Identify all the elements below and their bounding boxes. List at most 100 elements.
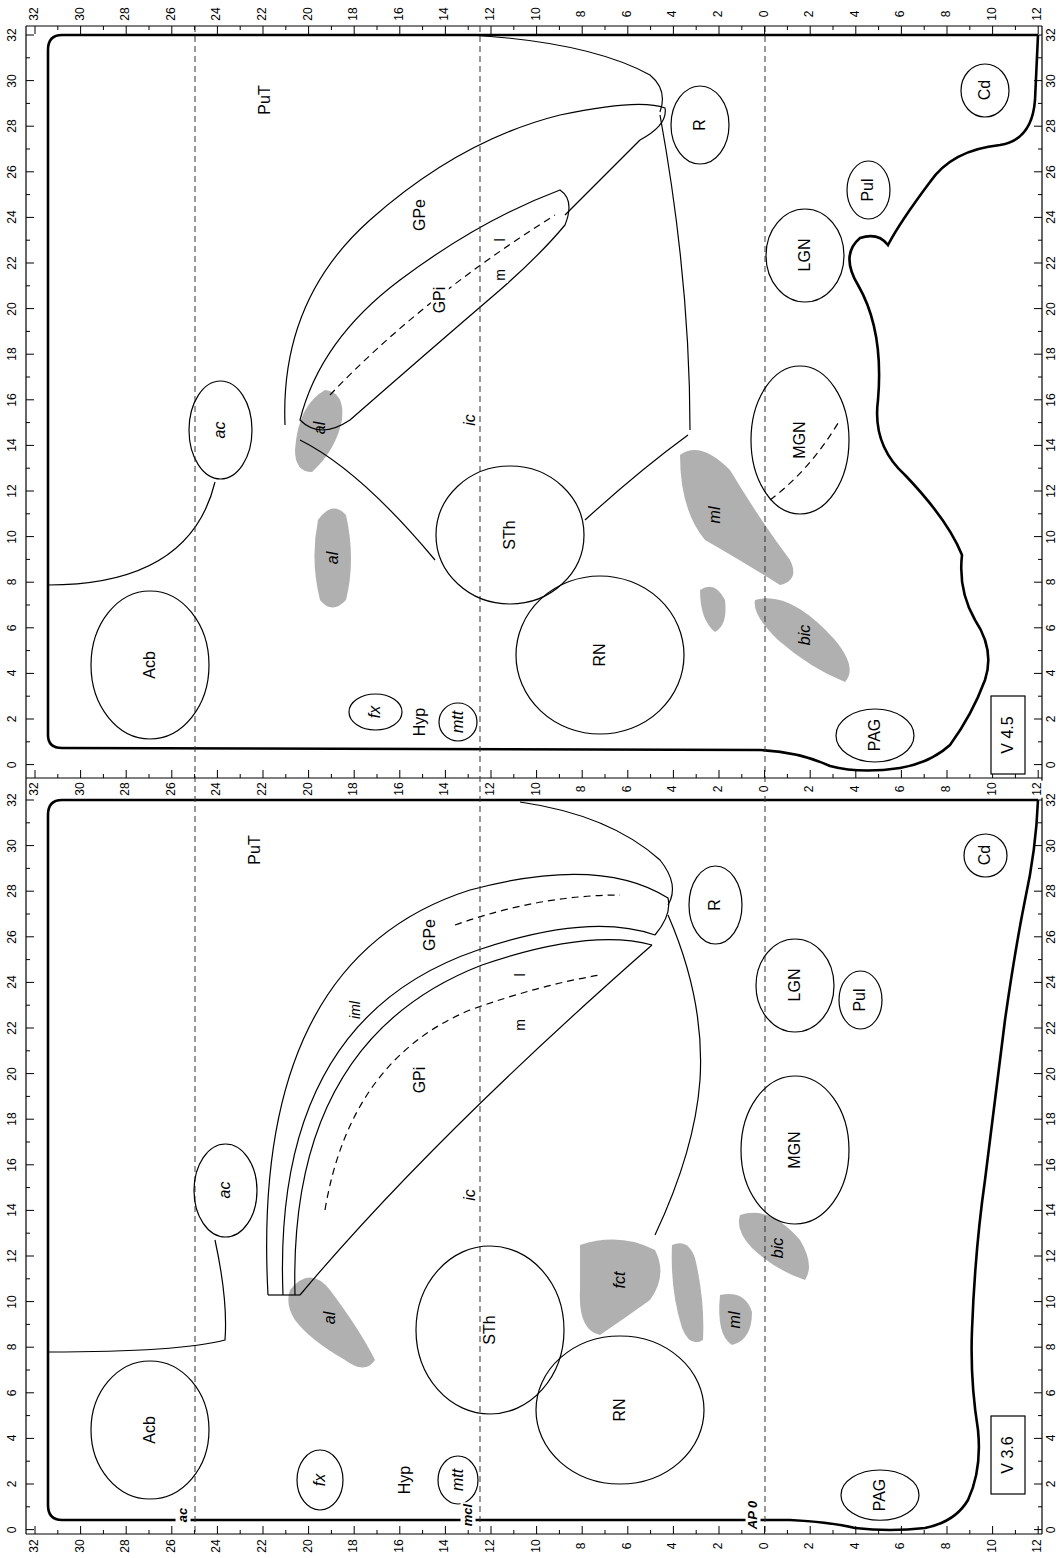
tick-mark	[445, 26, 446, 34]
region-label-group: al	[303, 528, 363, 588]
region-label-group: al	[300, 1288, 360, 1348]
axis-tick-label: 28	[119, 1537, 133, 1554]
tick-mark	[126, 770, 127, 778]
tick-mark	[559, 1530, 560, 1534]
tick-mark	[26, 764, 34, 765]
axis-tick-label: 28	[6, 118, 20, 135]
tick-mark	[26, 308, 34, 309]
axis-tick-label: 18	[1045, 346, 1059, 363]
nucleus-ellipse	[689, 866, 742, 944]
axis-tick-label: 6	[1045, 622, 1059, 633]
tick-mark	[536, 1526, 537, 1534]
axis-tick-label: 0	[1045, 1524, 1059, 1535]
region-label-group: al	[290, 398, 350, 458]
tick-mark	[217, 26, 218, 34]
tick-mark	[1038, 285, 1042, 286]
tick-mark	[901, 1526, 902, 1534]
structure-label: bic	[796, 623, 814, 647]
tract-shading	[700, 587, 726, 632]
axis-tick-label: 24	[210, 5, 224, 22]
nucleus-ellipse	[194, 1144, 257, 1237]
axis-tick-label: 14	[438, 5, 452, 22]
nucleus-outline: Acb	[90, 590, 210, 740]
tick-mark	[1038, 959, 1042, 960]
tick-mark	[901, 770, 902, 778]
lamina-label: iml	[347, 999, 363, 1021]
border-line	[655, 915, 701, 1235]
axis-tick-label: 8	[940, 9, 954, 20]
tick-mark	[605, 774, 606, 778]
tick-mark	[582, 26, 583, 34]
structure-label: Cd	[976, 843, 994, 867]
tick-mark	[969, 26, 970, 30]
axis-tick-label: 8	[575, 9, 589, 20]
axis-tick-label: 26	[1045, 163, 1059, 180]
tick-mark	[26, 582, 34, 583]
tick-mark	[1038, 1461, 1042, 1462]
axis-tick-label: 20	[1045, 1065, 1059, 1082]
axis-tick-label: 26	[165, 780, 179, 797]
axis-tick-label: 26	[165, 1537, 179, 1554]
axis-tick-label: 2	[6, 714, 20, 725]
nucleus-ellipse	[756, 939, 834, 1032]
tick-mark	[26, 719, 34, 720]
tick-mark	[833, 26, 834, 30]
nucleus-outline: MGN	[740, 1075, 850, 1225]
tick-mark	[26, 605, 30, 606]
tick-mark	[217, 770, 218, 778]
tick-mark	[285, 26, 286, 30]
tick-mark	[308, 26, 309, 34]
tick-mark	[445, 770, 446, 778]
axis-tick-label: 16	[1045, 391, 1059, 408]
tick-mark	[1034, 445, 1042, 446]
tick-mark	[26, 171, 34, 172]
tick-mark	[1038, 650, 1042, 651]
tick-mark	[627, 1526, 628, 1534]
border-line	[48, 1240, 226, 1352]
tick-mark	[26, 1142, 30, 1143]
axis-tick-label: 10	[6, 528, 20, 545]
border-line	[660, 115, 690, 430]
axis-tick-label: 28	[1045, 883, 1059, 900]
nucleus-ellipse	[416, 1246, 564, 1414]
nucleus-outline: mtt	[438, 702, 478, 742]
structure-label: STh	[481, 1313, 499, 1346]
axis-tick-label: 10	[986, 780, 1000, 797]
tick-mark	[1034, 891, 1042, 892]
tick-mark	[513, 774, 514, 778]
level-box	[991, 1416, 1025, 1494]
border-line	[470, 35, 662, 112]
tick-mark	[1038, 741, 1042, 742]
axis-tick-label: 30	[1045, 72, 1059, 89]
tick-mark	[26, 1119, 34, 1120]
axis-tick-label: 8	[6, 577, 20, 588]
reference-lines	[195, 26, 765, 1534]
structure-label: ic	[461, 412, 479, 428]
tick-mark	[26, 1005, 30, 1006]
tick-mark	[26, 399, 34, 400]
axis-tick-label: 10	[986, 1537, 1000, 1554]
tick-mark	[331, 774, 332, 778]
tick-mark	[650, 774, 651, 778]
structure-label: ac	[216, 1180, 234, 1201]
tick-mark	[26, 126, 34, 127]
axis-tick-label: 2	[712, 1541, 726, 1552]
nucleus-outline: MGN	[750, 365, 850, 515]
axis-tick-label: 12	[6, 1247, 20, 1264]
axis-tick-label: 30	[6, 72, 20, 89]
tick-mark	[149, 1530, 150, 1534]
nucleus-outline: STh	[415, 1245, 565, 1415]
axis-tick-label: 22	[6, 254, 20, 271]
axis-tick-label: 22	[256, 780, 270, 797]
tick-mark	[536, 26, 537, 34]
tick-mark	[673, 1526, 674, 1534]
tick-mark	[126, 1526, 127, 1534]
tick-mark	[513, 1530, 514, 1534]
tick-mark	[217, 1526, 218, 1534]
tick-mark	[719, 770, 720, 778]
axis-tick-label: 26	[165, 5, 179, 22]
tick-mark	[26, 1415, 30, 1416]
tick-mark	[377, 774, 378, 778]
tick-mark	[1038, 1415, 1042, 1416]
